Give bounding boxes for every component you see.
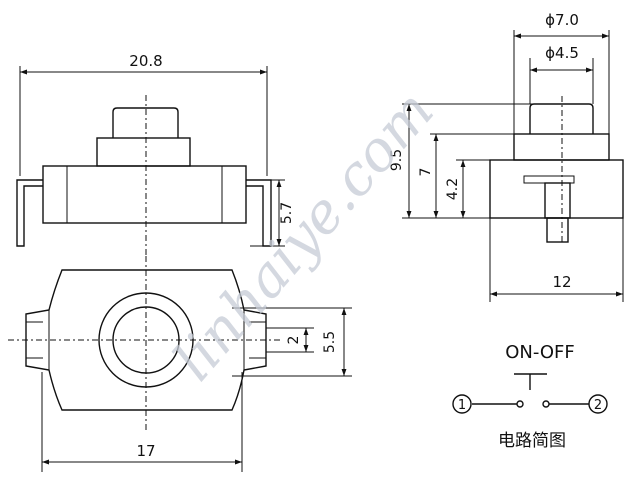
- dimension-mid-height: 7: [418, 134, 439, 218]
- dimension-side-width: 12: [490, 273, 623, 297]
- dimension-cap-inner-diameter: ϕ4.5: [530, 44, 593, 73]
- circuit-schematic: ON-OFF 1 2 电路简图: [452, 342, 608, 451]
- dimension-body-height: 5.5: [322, 308, 347, 376]
- terminal-2: 2: [588, 394, 608, 414]
- dimension-lead-height: 5.7: [250, 179, 295, 247]
- side-view: [402, 30, 624, 302]
- terminal-1: 1: [452, 394, 472, 414]
- dimension-lead-height-label: 5.7: [279, 202, 295, 224]
- watermark-text: linhaiye.com: [161, 79, 446, 393]
- front-view: [16, 66, 272, 258]
- dimension-cap-inner-diameter-label: ϕ4.5: [545, 44, 579, 62]
- schematic-caption: 电路简图: [498, 431, 566, 451]
- dimension-bottom-width-label: 17: [136, 442, 155, 460]
- schematic-title: ON-OFF: [505, 342, 575, 363]
- dimension-bottom-width: 17: [42, 442, 242, 465]
- terminal-1-label: 1: [458, 398, 466, 413]
- dimension-top-width: 20.8: [20, 52, 267, 75]
- dimension-cap-outer-diameter: ϕ7.0: [514, 11, 609, 39]
- terminal-2-label: 2: [594, 398, 602, 413]
- dimension-side-width-label: 12: [552, 273, 571, 291]
- dimension-total-height: 9.5: [389, 104, 412, 218]
- dimension-mid-height-label: 7: [418, 168, 434, 177]
- dimension-side-body-height-label: 4.2: [445, 178, 461, 200]
- dimension-slot-width: 2: [286, 328, 309, 352]
- dimension-slot-width-label: 2: [286, 336, 302, 345]
- dimension-body-height-label: 5.5: [322, 331, 338, 353]
- dimension-side-body-height: 4.2: [445, 160, 466, 218]
- dimension-cap-outer-diameter-label: ϕ7.0: [545, 11, 579, 29]
- dimension-top-width-label: 20.8: [129, 52, 162, 70]
- dimension-total-height-label: 9.5: [389, 149, 405, 171]
